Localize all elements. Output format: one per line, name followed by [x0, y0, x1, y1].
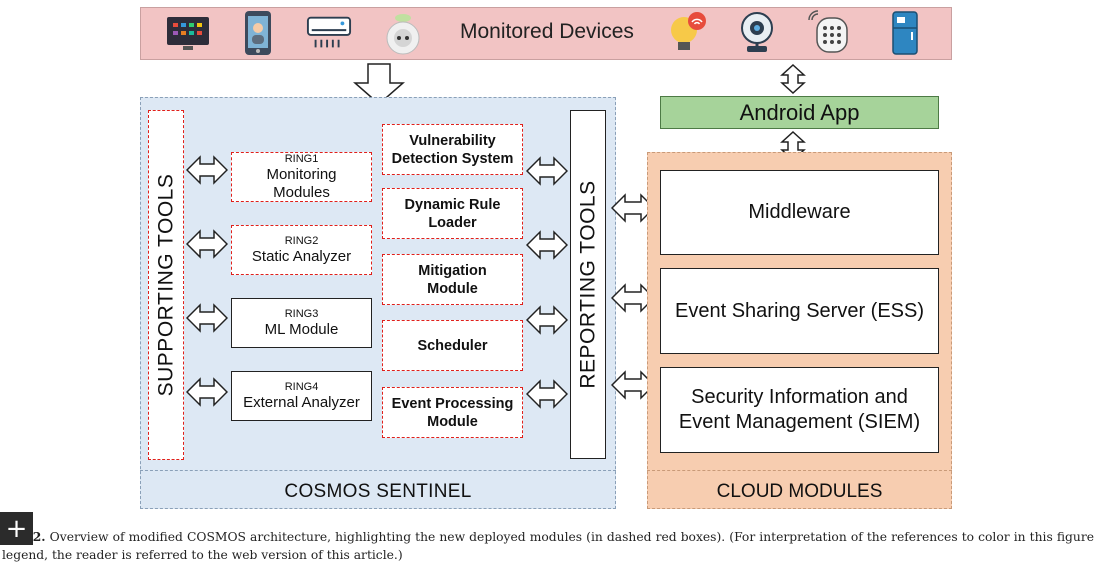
smartphone-icon [235, 10, 281, 56]
siem-box: Security Information and Event Managemen… [660, 367, 939, 453]
module-reporting-arrow-4 [526, 379, 568, 409]
mitigation-module: Mitigation Module [382, 254, 523, 305]
smart-speaker-icon [808, 10, 854, 56]
reporting-tools-box: REPORTING TOOLS [570, 110, 606, 459]
ring3-box: RING3 ML Module [231, 298, 372, 348]
event-processing-module: Event Processing Module [382, 387, 523, 438]
figure-caption: Fig. 2. Overview of modified COSMOS arch… [2, 528, 1094, 564]
smart-bulb-icon [664, 10, 710, 56]
reporting-tools-label: REPORTING TOOLS [576, 180, 600, 389]
air-conditioner-icon [306, 10, 352, 56]
devices-to-sentinel-arrow [353, 63, 405, 105]
ring2-box: RING2 Static Analyzer [231, 225, 372, 275]
ring2-tag: RING2 [284, 234, 319, 247]
tv-icon [165, 10, 211, 56]
expand-figure-button[interactable]: + [0, 512, 33, 545]
ring2-name: Static Analyzer [251, 247, 352, 265]
scheduler-module: Scheduler [382, 320, 523, 371]
cosmos-sentinel-footer [140, 470, 616, 509]
module-reporting-arrow-2 [526, 230, 568, 260]
ring3-name: ML Module [264, 320, 339, 338]
ring1-name: Monitoring Modules [266, 165, 337, 201]
supporting-ring4-arrow [186, 377, 228, 407]
ring4-box: RING4 External Analyzer [231, 371, 372, 421]
module-reporting-arrow-1 [526, 156, 568, 186]
vulnerability-detection-module: Vulnerability Detection System [382, 124, 523, 175]
ring1-tag: RING1 [284, 152, 319, 165]
supporting-tools-box: SUPPORTING TOOLS [148, 110, 184, 460]
supporting-ring2-arrow [186, 229, 228, 259]
smart-plug-icon [380, 10, 426, 56]
smart-fridge-icon [882, 10, 928, 56]
devices-android-arrow [780, 64, 806, 94]
caption-text: Overview of modified COSMOS architecture… [2, 530, 1094, 562]
supporting-tools-label: SUPPORTING TOOLS [154, 173, 178, 397]
cosmos-sentinel-label: COSMOS SENTINEL [284, 481, 472, 502]
ring3-tag: RING3 [284, 307, 319, 320]
supporting-ring3-arrow [186, 303, 228, 333]
cloud-modules-footer [647, 470, 952, 509]
camera-icon [734, 10, 780, 56]
ring4-name: External Analyzer [243, 393, 360, 411]
monitored-devices-title: Monitored Devices [460, 20, 634, 43]
dynamic-rule-loader-module: Dynamic Rule Loader [382, 188, 523, 239]
module-reporting-arrow-3 [526, 305, 568, 335]
ring1-box: RING1 Monitoring Modules [231, 152, 372, 202]
ring4-tag: RING4 [284, 380, 319, 393]
cloud-modules-label: CLOUD MODULES [716, 481, 883, 502]
middleware-box: Middleware [660, 170, 939, 255]
android-app-box: Android App [660, 96, 939, 129]
ess-box: Event Sharing Server (ESS) [660, 268, 939, 354]
supporting-ring1-arrow [186, 155, 228, 185]
